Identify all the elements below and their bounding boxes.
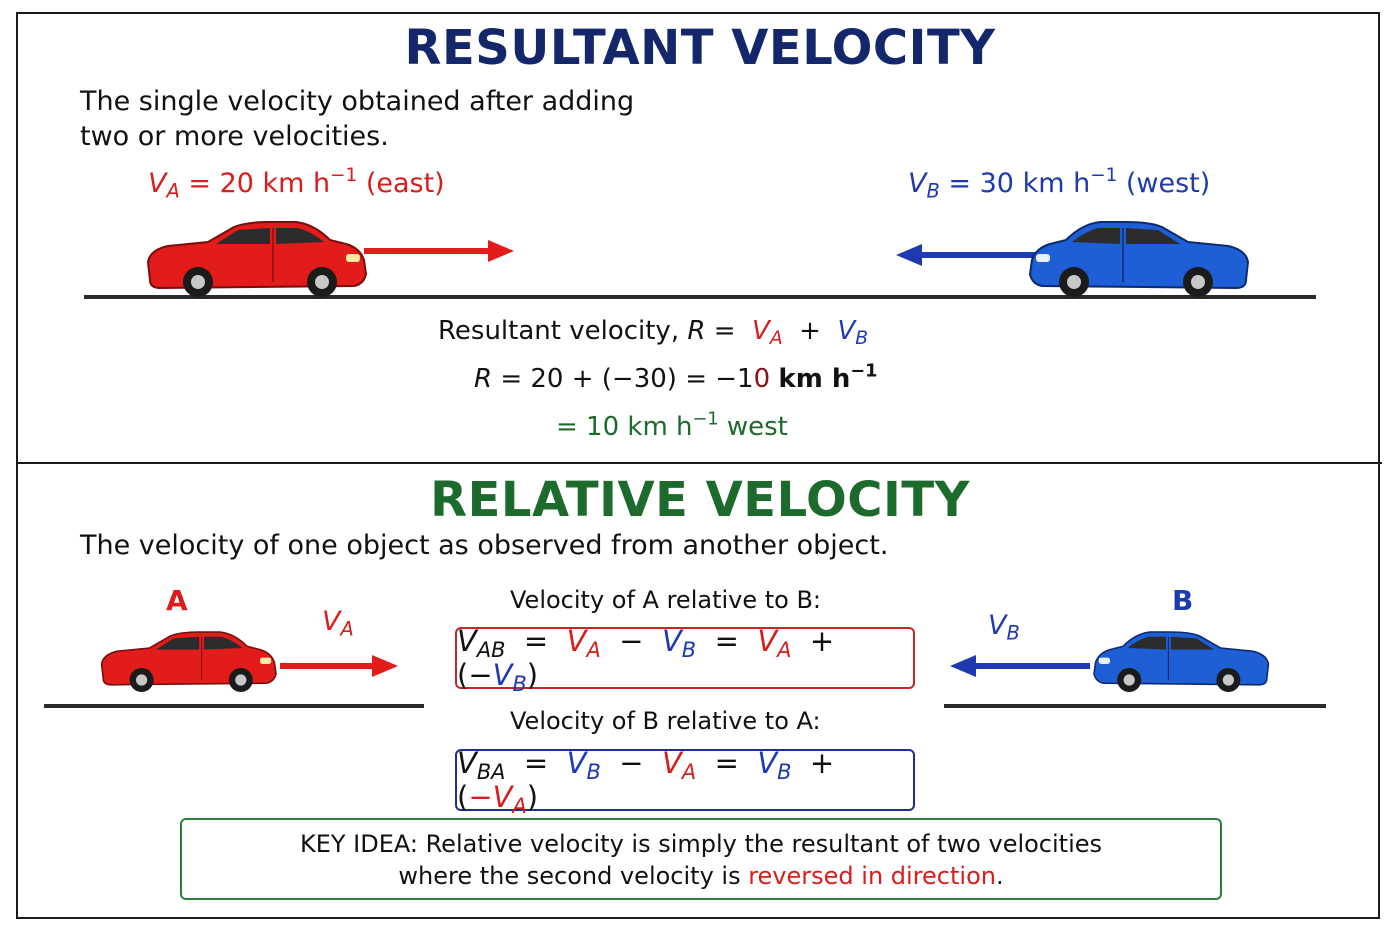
key-idea-line2-end: . [995,862,1004,890]
eq1-va-symbol: V [752,316,770,346]
resultant-equation-1: Resultant velocity, R = VA + VB [438,316,869,350]
key-idea-line2: where the second velocity is reversed in… [182,860,1220,892]
eq2-unit: km h [778,364,851,394]
eq1-vb: VB [837,316,869,350]
rel-vb-sub: B [1006,621,1020,645]
relative-definition: The velocity of one object as observed f… [80,530,889,561]
ab-formula: VAB = VA − VB = VA + (−VB) [457,624,835,696]
ba-formula-box: VBA = VB − VA = VB + (−VA) [455,746,915,818]
eq3-exponent: −1 [692,409,719,430]
relative-va-label: VA [322,606,354,641]
ab-va-sub: A [586,637,601,662]
ba-vb-sub: B [586,759,601,784]
va-label: VA = 20 km h−1 (east) [148,164,445,203]
eq1-equals: = [713,316,736,346]
arrow-va-top [364,240,514,262]
va-exponent: −1 [330,164,358,186]
vb-value: = 30 km h [948,168,1091,199]
eq2-exponent: −1 [850,361,878,382]
ab-neg-vb-sub: B [512,671,527,696]
ab-va2-symbol: V [757,624,778,658]
resultant-equation-2: R = 20 + (−30) = −10 km h−1 [474,361,878,394]
ba-vb2: VB [757,746,791,782]
car-b-top [1028,221,1250,297]
resultant-title: RESULTANT VELOCITY [404,20,996,76]
resultant-answer: = 10 km h−1 west [556,409,788,442]
ba-va-sub: A [681,759,697,784]
arrow-va-bottom [280,655,398,677]
va-symbol: V [148,168,167,199]
ab-vb-sub: B [681,637,697,662]
relative-title: RELATIVE VELOCITY [430,472,970,528]
ab-formula-box: VAB = VA − VB = VA + (−VB) [455,624,915,696]
car-a-top [146,221,368,297]
rel-va-sub: A [340,617,354,641]
eq2-calculation: = 20 + (−30) = −1 [500,364,754,394]
eq1-vb-sub: B [855,328,869,350]
relative-vb-label: VB [988,610,1020,645]
ba-vb2-symbol: V [757,746,778,780]
vb-direction: (west) [1125,168,1211,199]
resultant-definition-line2: two or more velocities. [80,121,389,152]
vb-symbol: V [908,168,927,199]
eq2-r: R [474,364,493,394]
ba-va-symbol: V [662,746,682,780]
vb-subscript: B [926,179,940,203]
key-idea-line1: KEY IDEA: Relative velocity is simply th… [299,830,1103,858]
vba-sub: BA [476,759,506,784]
diagram-frame [16,12,1380,919]
ba-neg-va: −VA [468,780,527,818]
section-divider [16,462,1382,464]
rel-va-symbol: V [322,606,341,637]
eq3-direction: west [726,412,788,442]
key-idea-line2-start: where the second velocity is [398,862,749,890]
vab-symbol: V [457,624,477,658]
ba-heading: Velocity of B relative to A: [510,707,821,735]
eq1-vb-symbol: V [837,316,856,346]
key-idea-highlight: reversed in direction [748,862,996,890]
ba-vb-symbol: V [566,746,587,780]
eq2-zero: 0 [753,364,771,394]
eq1-r: R [687,316,706,346]
ab-neg-vb-symbol: V [492,658,513,692]
resultant-definition-line1: The single velocity obtained after addin… [80,86,635,117]
vab-sub: AB [476,637,506,662]
ab-va2: VA [757,624,791,660]
vba-symbol: V [457,746,477,780]
vb-label: VB = 30 km h−1 (west) [908,164,1211,203]
eq3-value: = 10 km h [556,412,693,442]
ab-vb: VB [661,624,696,660]
ab-va-symbol: V [566,624,587,658]
eq1-label: Resultant velocity, [438,316,680,346]
car-a-bottom [100,631,277,692]
vb-exponent: −1 [1090,164,1118,186]
eq1-va-sub: A [769,328,783,350]
ab-neg-vb: VB [492,658,527,694]
va-subscript: A [166,179,180,203]
ba-neg-va-sub: A [512,793,527,818]
ab-heading: Velocity of A relative to B: [510,586,822,614]
rel-vb-symbol: V [988,610,1007,641]
ba-vb2-sub: B [777,759,792,784]
car-b-label: B [1172,584,1194,617]
car-b-bottom [1093,631,1270,692]
ba-neg-va-symbol: V [492,780,513,814]
ab-vb-symbol: V [661,624,682,658]
ba-vb: VB [566,746,601,782]
va-direction: (east) [365,168,445,199]
car-a-label: A [166,584,188,617]
ba-formula: VBA = VB − VA = VB + (−VA) [457,746,835,818]
eq1-va: VA [752,316,783,350]
ab-va: VA [566,624,601,660]
ab-va2-sub: A [777,637,792,662]
arrow-vb-bottom [950,655,1090,677]
eq1-plus: + [799,316,821,346]
ba-va: VA [662,746,696,782]
key-idea-box: KEY IDEA: Relative velocity is simply th… [180,818,1222,900]
resultant-definition: The single velocity obtained after addin… [80,84,634,154]
va-value: = 20 km h [188,168,331,199]
